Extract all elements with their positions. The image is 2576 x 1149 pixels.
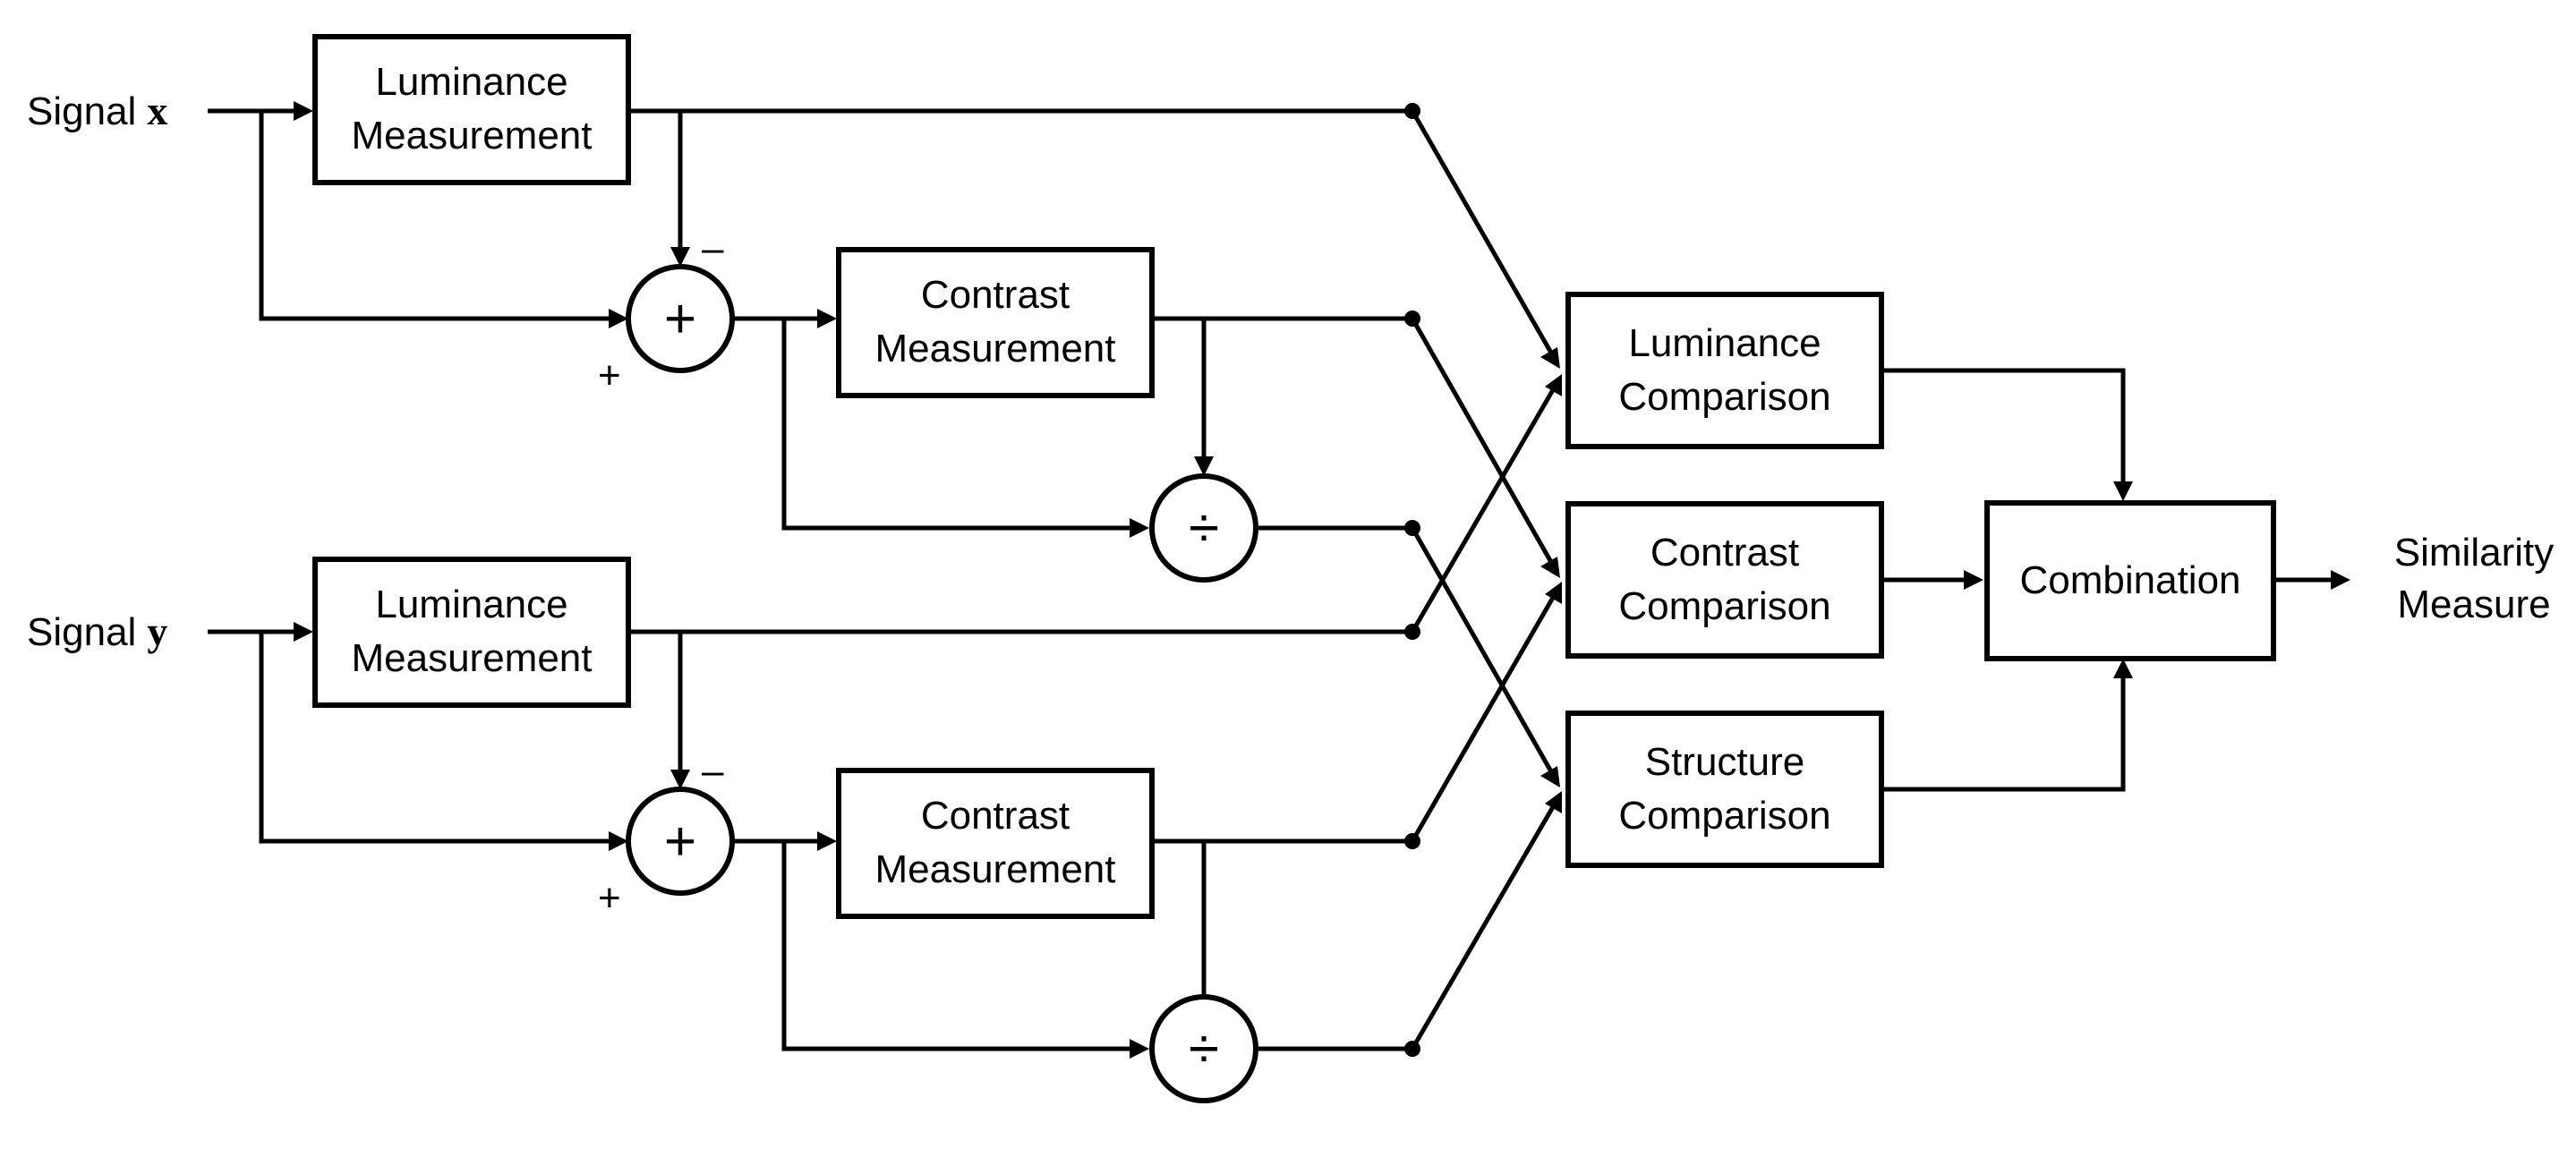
block-label-line2: Comparison — [1618, 794, 1830, 838]
divide-icon: ÷ — [1189, 498, 1219, 559]
output-label-line2: Measure — [2397, 583, 2550, 626]
combination-block: Combination — [1984, 500, 2276, 661]
wire-sum-x-div — [781, 319, 1135, 531]
arrowhead — [670, 770, 690, 789]
arrowhead — [1540, 347, 1560, 369]
structure-comparison-block: Structure Comparison — [1565, 711, 1884, 868]
plus-sign-x: + — [598, 353, 621, 397]
arrowhead — [1130, 1039, 1149, 1059]
block-label-line2: Measurement — [874, 327, 1115, 370]
arrowhead — [1194, 456, 1214, 476]
junction-dot — [1404, 624, 1420, 640]
arrowhead — [2113, 659, 2133, 678]
arrowhead — [817, 309, 837, 328]
arrowhead — [817, 831, 837, 851]
arrowhead — [609, 309, 628, 328]
wire-x-bypass — [259, 111, 614, 321]
block-label-line1: Structure — [1645, 740, 1805, 784]
arrowhead — [294, 622, 313, 642]
block-label-line1: Luminance — [375, 583, 567, 626]
junction-dot — [1404, 311, 1420, 327]
minus-sign-y: – — [702, 749, 724, 793]
divide-y-node: ÷ — [1149, 994, 1258, 1103]
wire-y-bypass — [259, 632, 614, 844]
wire-lum-comp-to-comb — [1881, 368, 2126, 487]
block-label-line1: Contrast — [921, 273, 1070, 317]
arrowhead — [1540, 557, 1560, 578]
contrast-measurement-x-block: Contrast Measurement — [836, 247, 1155, 398]
contrast-comparison-block: Contrast Comparison — [1565, 501, 1884, 659]
block-label-line2: Measurement — [874, 847, 1115, 891]
arrowhead — [2113, 481, 2133, 501]
minus-sign-x: – — [702, 226, 724, 270]
arrowhead — [1545, 582, 1562, 604]
luminance-comparison-block: Luminance Comparison — [1565, 292, 1884, 449]
block-label-line2: Measurement — [351, 114, 592, 157]
plus-icon: + — [664, 811, 696, 872]
block-label-line1: Contrast — [921, 794, 1070, 838]
block-label-line2: Comparison — [1618, 584, 1830, 628]
divide-icon: ÷ — [1189, 1018, 1219, 1080]
arrowhead — [294, 101, 313, 121]
junction-dot — [1404, 1041, 1420, 1057]
wire-lum-y-to-lum-comp — [1410, 387, 1557, 634]
block-label-line2: Comparison — [1618, 375, 1830, 419]
block-label: Combination — [2019, 558, 2240, 602]
wire-struct-comp-to-comb — [1881, 673, 2126, 792]
block-label-line1: Contrast — [1651, 531, 1799, 574]
output-label-line1: Similarity — [2394, 531, 2554, 574]
block-label-line2: Measurement — [351, 636, 592, 680]
wire-contrast-y-to-con-comp — [1410, 594, 1557, 843]
arrowhead — [609, 831, 628, 851]
connection-wires — [208, 101, 2350, 1059]
luminance-measurement-y-block: Luminance Measurement — [312, 557, 631, 708]
arrowhead — [1964, 570, 1983, 590]
arrowhead — [1545, 791, 1562, 813]
block-label-line1: Luminance — [1628, 321, 1821, 365]
arrowhead — [1545, 374, 1562, 396]
junction-dot — [1404, 520, 1420, 536]
plus-icon: + — [664, 288, 696, 350]
luminance-measurement-x-block: Luminance Measurement — [312, 34, 631, 185]
wire-sum-y-div — [781, 841, 1135, 1051]
junction-dots — [1404, 103, 1420, 1057]
arrowhead — [2331, 570, 2350, 590]
block-label-line1: Luminance — [375, 60, 567, 104]
wire-div-x-to-struct-comp — [1410, 526, 1555, 775]
contrast-measurement-y-block: Contrast Measurement — [836, 768, 1155, 919]
arrowhead — [1130, 518, 1149, 538]
sum-y-node: + — [626, 787, 735, 896]
sum-x-node: + — [626, 264, 735, 373]
divide-x-node: ÷ — [1149, 473, 1258, 583]
wire-contrast-x-to-con-comp — [1410, 317, 1555, 566]
plus-sign-y: + — [598, 876, 621, 920]
junction-dot — [1404, 103, 1420, 119]
arrowhead — [1540, 766, 1560, 787]
junction-dot — [1404, 833, 1420, 849]
wire-lum-x-to-lum-comp — [1410, 109, 1555, 356]
wire-div-y-to-struct-comp — [1410, 804, 1557, 1051]
arrowhead — [670, 247, 690, 267]
